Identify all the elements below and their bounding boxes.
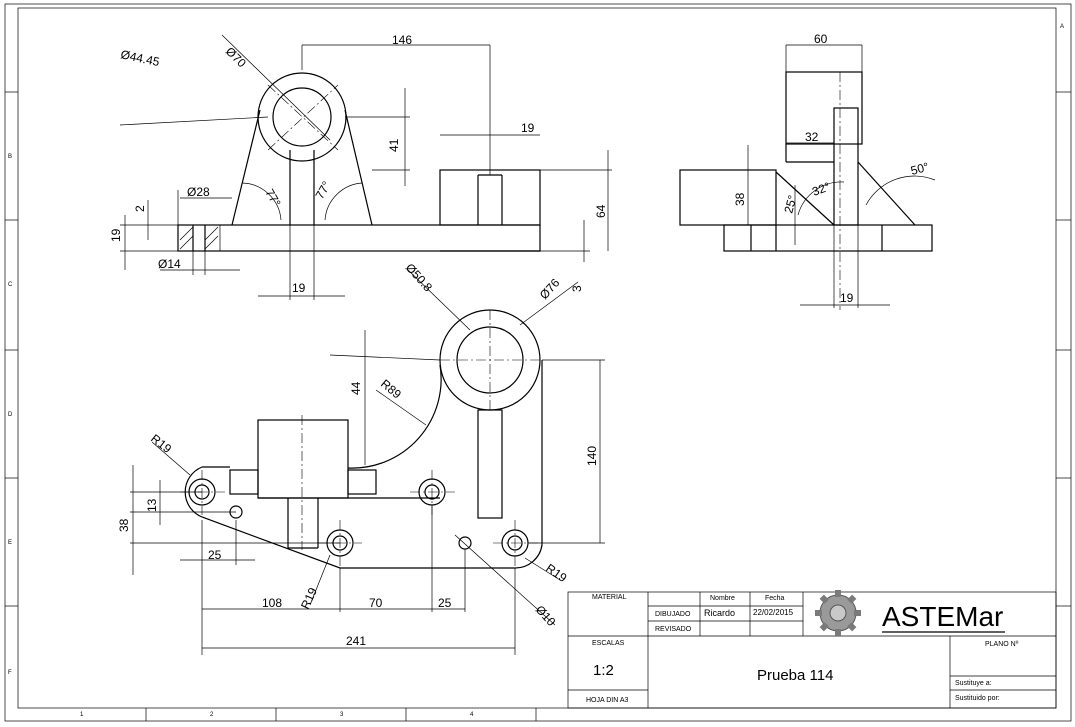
dim-2: 2 (133, 205, 147, 212)
dim-44: 44 (349, 381, 363, 395)
border-row-e: E (8, 540, 12, 546)
dim-dia-28: Ø28 (187, 185, 210, 199)
dim-241: 241 (346, 634, 366, 648)
dim-19-web: 19 (292, 281, 306, 295)
material-label: MATERIAL (592, 594, 627, 601)
border-row-a: A (1060, 24, 1064, 30)
border-col-3: 3 (340, 712, 344, 718)
border-col-2: 2 (210, 712, 214, 718)
dim-19-left: 19 (109, 228, 123, 242)
company-logo-text: ASTEMar (882, 601, 1003, 632)
border-row-c: C (8, 282, 13, 288)
dim-38-top: 38 (117, 518, 131, 532)
dim-38-side: 38 (733, 192, 747, 206)
dim-r19-top-left: R19 (148, 431, 174, 456)
sheet-border: 1 2 3 4 A B C D E F (4, 3, 1072, 722)
dim-19-slot: 19 (521, 121, 535, 135)
dim-140: 140 (585, 446, 599, 466)
plan-number-label: PLANO Nº (985, 641, 1019, 648)
drawn-label: DIBUJADO (655, 611, 691, 618)
angle-77-right: 77° (312, 179, 333, 202)
name-header: Nombre (710, 595, 735, 602)
scale-label: ESCALAS (592, 640, 625, 647)
gear-logo-icon (815, 590, 861, 636)
dim-25-right: 25 (438, 596, 452, 610)
date-header: Fecha (765, 595, 785, 602)
dim-3: 3 (570, 285, 584, 292)
dim-19-side: 19 (840, 291, 854, 305)
dim-r19-right: R19 (543, 561, 569, 585)
dim-dia-44-45: Ø44.45 (119, 47, 161, 69)
dim-108: 108 (262, 596, 282, 610)
dim-32: 32 (805, 130, 819, 144)
angle-77-left: 77° (262, 187, 283, 210)
dim-dia-50-8: Ø50.8 (403, 261, 435, 295)
replaced-by-label: Sustituido por: (955, 695, 1000, 702)
dim-146: 146 (392, 33, 412, 47)
sheet-size-label: HOJA DIN A3 (586, 697, 629, 704)
reviewed-label: REVISADO (655, 626, 692, 633)
dim-r19-bottom: R19 (298, 585, 320, 611)
dim-70: 70 (369, 596, 383, 610)
dim-dia-76: Ø76 (537, 276, 563, 302)
angle-50: 50° (909, 160, 930, 178)
drawing-title: Prueba 114 (757, 667, 833, 684)
border-col-1: 1 (80, 712, 84, 718)
front-view: 146 Ø70 Ø44.45 41 19 64 3 Ø28 2 19 Ø14 1… (109, 33, 612, 300)
border-col-4: 4 (470, 712, 474, 718)
dim-25-left: 25 (208, 548, 222, 562)
dim-r89: R89 (378, 377, 404, 402)
dim-60: 60 (814, 32, 828, 46)
dim-dia-70: Ø70 (223, 44, 249, 70)
dim-41: 41 (387, 138, 401, 152)
drawn-date: 22/02/2015 (753, 608, 794, 617)
angle-32: 32° (810, 179, 832, 198)
scale-value: 1:2 (593, 662, 614, 679)
border-row-d: D (8, 412, 13, 418)
dim-dia-14: Ø14 (158, 257, 181, 271)
border-row-f: F (8, 670, 12, 676)
side-view: 60 32 50° 38 25° 32° 19 (679, 32, 936, 310)
dim-13: 13 (145, 498, 159, 512)
drawn-name: Ricardo (704, 608, 735, 618)
dim-64: 64 (594, 204, 608, 218)
angle-25: 25° (781, 193, 799, 214)
replaces-label: Sustituye a: (955, 680, 992, 687)
border-row-b: B (8, 154, 12, 160)
top-view: Ø50.8 Ø76 44 R89 140 R19 13 38 25 R19 10… (117, 261, 605, 655)
title-block: MATERIAL Nombre Fecha DIBUJADO Ricardo 2… (567, 590, 1057, 709)
